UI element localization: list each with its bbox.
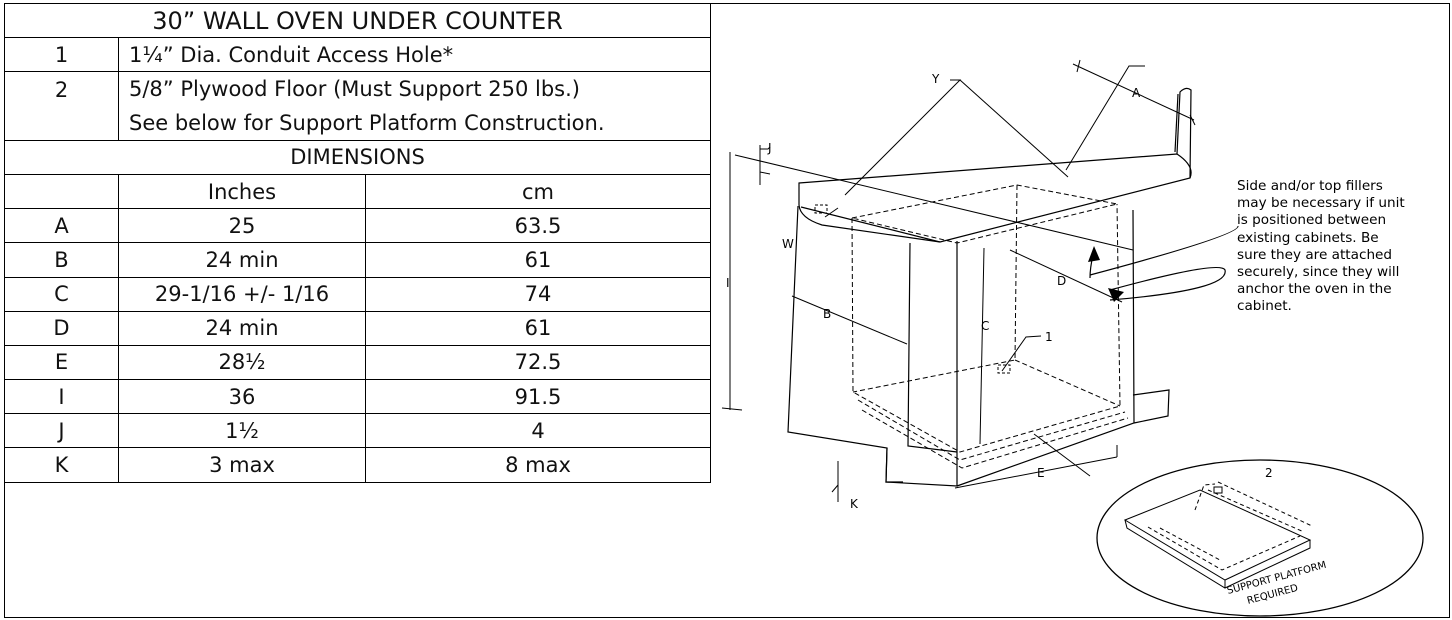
table-title-row: 30” WALL OVEN UNDER COUNTER <box>3 2 712 39</box>
note-line: cabinet. <box>1237 298 1292 315</box>
filler-arrows <box>1089 225 1239 301</box>
callout-line-w <box>824 207 839 218</box>
dimension-label: A <box>4 208 119 244</box>
note-line: sure they are attached <box>1237 246 1393 263</box>
dimension-inches: 1½ <box>118 413 366 449</box>
label-e: E <box>1037 466 1045 480</box>
dimension-cm: 63.5 <box>364 208 712 244</box>
item-row-continued: See below for Support Platform Construct… <box>5 106 712 141</box>
table-row: B 24 min 61 <box>4 242 712 278</box>
note-line: anchor the oven in the <box>1237 281 1392 298</box>
dimension-inches: 36 <box>118 379 366 415</box>
column-header-blank <box>4 173 119 210</box>
support-platform-detail: SUPPORT PLATFORM REQUIRED <box>1096 459 1424 617</box>
item-description: 1¼” Dia. Conduit Access Hole* <box>117 37 712 73</box>
table-row: E 28½ 72.5 <box>4 344 712 381</box>
label-b: B <box>823 307 831 321</box>
cabinet-left-face <box>787 205 958 487</box>
table-row: J 1½ 4 <box>4 413 712 449</box>
dimension-inches: 29-1/16 +/- 1/16 <box>118 276 366 312</box>
note-line: existing cabinets. Be <box>1237 229 1379 246</box>
label-d: D <box>1057 274 1066 288</box>
dimension-cm: 61 <box>364 242 712 278</box>
label-w: W <box>782 237 794 251</box>
label-1: 1 <box>1045 330 1053 344</box>
column-header-inches: Inches <box>118 173 366 210</box>
arrow-head-up <box>1088 246 1100 262</box>
table-row: K 3 max 8 max <box>4 447 712 483</box>
dimension-label: E <box>4 344 119 381</box>
filler-note: Side and/or top fillers may be necessary… <box>1237 178 1447 316</box>
item-description-continued: See below for Support Platform Construct… <box>117 106 712 141</box>
dimension-label: C <box>4 276 119 312</box>
label-c: C <box>981 319 989 333</box>
dimension-inches: 3 max <box>118 447 366 483</box>
oven-cutout <box>851 184 1129 469</box>
dimension-label: J <box>4 413 119 449</box>
label-y: Y <box>931 72 940 86</box>
dimension-line-d <box>1009 249 1123 303</box>
table-row: A 25 63.5 <box>4 208 712 244</box>
item-number: 1 <box>4 37 119 73</box>
cabinet-outline <box>787 87 1192 487</box>
arrow-head-right <box>1108 288 1124 302</box>
dimension-cm: 61 <box>364 310 712 346</box>
item-row: 2 5/8” Plywood Floor (Must Support 250 l… <box>4 71 712 141</box>
dimension-line-k <box>831 461 839 502</box>
note-line: is positioned between <box>1237 212 1387 229</box>
item-number: 2 <box>4 71 119 141</box>
note-line: may be necessary if unit <box>1237 195 1405 212</box>
dimension-inches: 24 min <box>118 310 366 346</box>
note-line: Side and/or top fillers <box>1237 178 1383 194</box>
dimension-label: I <box>4 379 119 415</box>
dimensions-heading: DIMENSIONS <box>3 139 712 175</box>
cabinet-door-edge <box>907 242 958 453</box>
note-line: securely, since they will <box>1237 264 1400 281</box>
label-2: 2 <box>1265 466 1273 480</box>
cabinet-installation-diagram: SUPPORT PLATFORM REQUIRED Y A J W I B C … <box>721 59 1424 617</box>
conduit-hole-w <box>814 204 828 214</box>
dimension-inches: 28½ <box>118 344 366 381</box>
table-row: D 24 min 61 <box>4 310 712 346</box>
label-j: J <box>767 141 772 155</box>
dimension-labels: Y A J W I B C D E K 1 2 <box>726 72 1273 511</box>
label-i: I <box>726 276 730 290</box>
dimensions-heading-row: DIMENSIONS <box>3 139 712 175</box>
callout-line-y <box>844 79 962 196</box>
dimension-line-e <box>954 456 1118 489</box>
callout-line-platform <box>1033 433 1091 477</box>
item-description: 5/8” Plywood Floor (Must Support 250 lbs… <box>117 71 712 107</box>
dimension-label: K <box>4 447 119 483</box>
dimension-cm: 72.5 <box>364 344 712 381</box>
dimension-inches: 25 <box>118 208 366 244</box>
dimension-label: D <box>4 310 119 346</box>
label-k: K <box>850 497 859 511</box>
dimension-label: B <box>4 242 119 278</box>
label-a: A <box>1132 86 1141 100</box>
specification-table: 30” WALL OVEN UNDER COUNTER 1 1¼” Dia. C… <box>3 2 712 483</box>
column-header-cm: cm <box>364 173 712 210</box>
callout-line-1 <box>1001 335 1042 372</box>
dimension-cm: 74 <box>364 276 712 312</box>
table-title: 30” WALL OVEN UNDER COUNTER <box>3 2 712 39</box>
dimension-inches: 24 min <box>118 242 366 278</box>
item-row: 1 1¼” Dia. Conduit Access Hole* <box>4 37 712 73</box>
dimension-line-j <box>759 145 771 185</box>
dimension-cm: 91.5 <box>364 379 712 415</box>
dimension-cm: 8 max <box>364 447 712 483</box>
backsplash <box>1176 87 1192 179</box>
dimension-line-c <box>979 247 985 445</box>
table-row: I 36 91.5 <box>4 379 712 415</box>
table-row: C 29-1/16 +/- 1/16 74 <box>4 276 712 312</box>
dimension-line-a <box>1072 59 1196 126</box>
column-header-row: Inches cm <box>4 173 712 210</box>
dimension-line-b <box>791 295 908 345</box>
dimension-cm: 4 <box>364 413 712 449</box>
countertop <box>798 153 1192 243</box>
